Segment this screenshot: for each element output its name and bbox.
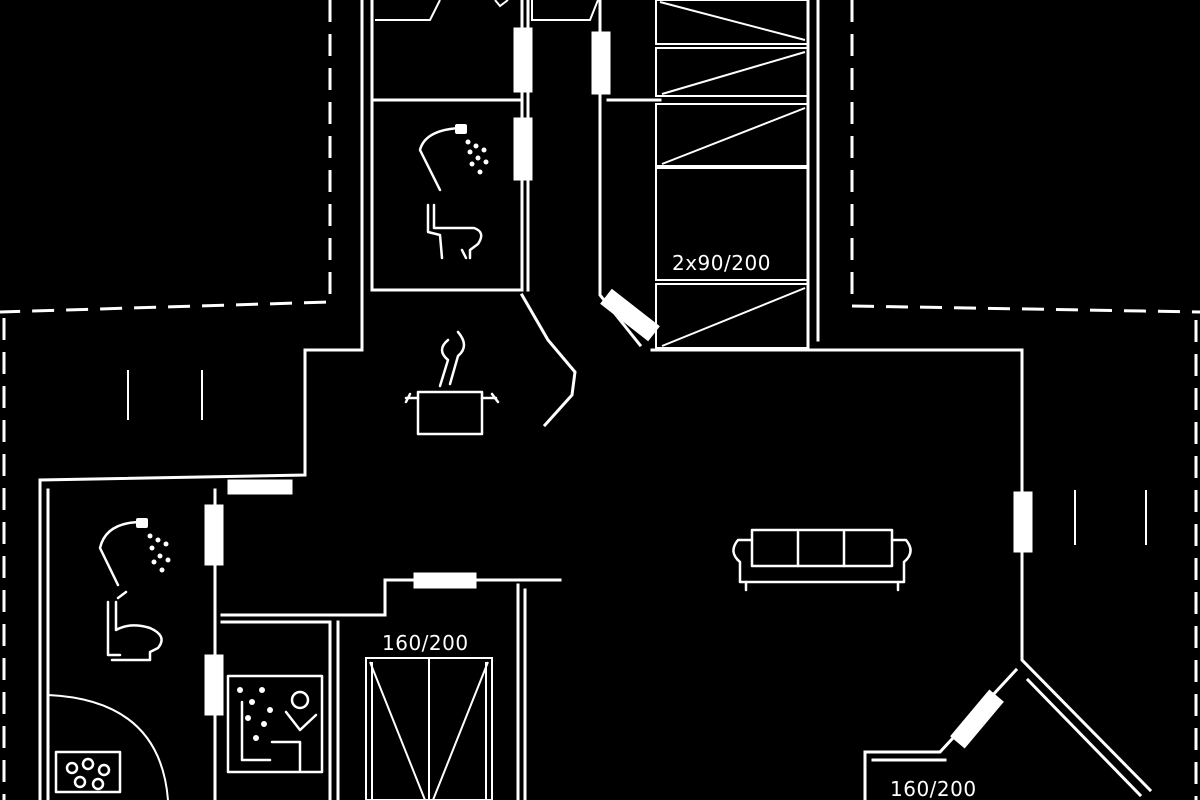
bed-left-label: 160/200 (382, 631, 469, 655)
sauna-icon (226, 674, 324, 774)
toilet-icon (426, 203, 483, 260)
double-bed-icon (365, 657, 493, 800)
top-fixtures (375, 0, 599, 21)
shower-icon-lower (98, 518, 171, 587)
toilet-icon-lower (106, 590, 163, 662)
sauna-stove-icon (54, 750, 122, 794)
bed-right-label: 160/200 (890, 777, 977, 800)
bunk-bed-icon (655, 0, 809, 349)
bunk-bed-label: 2x90/200 (672, 251, 771, 275)
kitchen-pot-icon (404, 330, 500, 436)
terrace-marks (127, 370, 1147, 545)
sofa-icon (732, 528, 912, 592)
shower-icon (418, 124, 489, 192)
windows (204, 27, 1033, 749)
